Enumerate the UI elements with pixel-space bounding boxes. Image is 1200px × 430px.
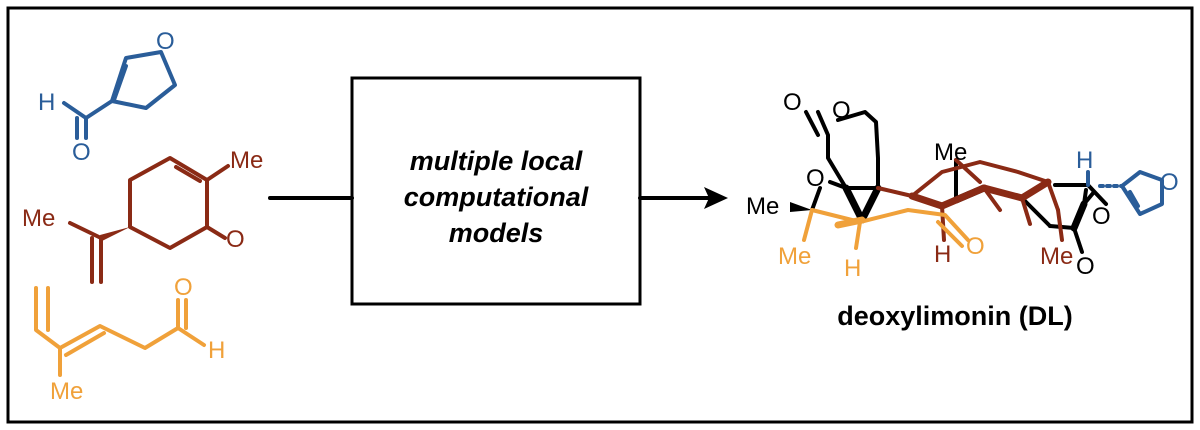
core-lower-bond (1020, 196, 1032, 226)
product-furan-double (1128, 190, 1140, 208)
core-right-bond (1046, 180, 1060, 212)
right-carbonyl-bond (1072, 226, 1084, 254)
lactone-left-bonds (816, 110, 848, 190)
furan-double-bond (112, 64, 128, 102)
box-line-1: multiple local (410, 146, 583, 176)
reaction-arrow-head (704, 187, 728, 209)
orange-h-label: H (844, 255, 861, 282)
models-box (350, 76, 642, 306)
box-line-3: models (449, 218, 544, 248)
box-line-2: computational (404, 182, 589, 212)
aldehyde-o-label: O (72, 139, 91, 166)
furan-o-label: O (156, 28, 175, 55)
core-bold-b (938, 184, 988, 210)
lactone-ring-o-label: O (832, 97, 851, 124)
orange-ring-bonds (810, 208, 970, 242)
orange-me-label: Me (778, 243, 811, 270)
orange-methyl-bond (802, 208, 814, 242)
carvone-wedge-bond (100, 227, 130, 241)
carvone-ketone-bond (205, 225, 227, 240)
cage-right-bond (1082, 188, 1088, 206)
carvone-ring (128, 156, 209, 250)
deoxylimonin-structure: O O O Me Me H H O Me Me H O O O (746, 89, 1179, 282)
dienal-chain (34, 286, 180, 350)
carvone-o-label: O (226, 226, 245, 253)
ketone-o-label: O (966, 233, 985, 260)
core-bold-d (1018, 178, 1052, 202)
right-carbonyl-o-label: O (1076, 253, 1095, 280)
right-lactone-bond-a (1020, 196, 1052, 228)
bottom-me-label: Me (1040, 243, 1073, 270)
product-furan-o-label: O (1160, 169, 1179, 196)
core-diag-b (982, 186, 1002, 212)
orange-ketone-double (936, 220, 964, 248)
core-diag-a (954, 158, 982, 184)
core-bold-a (908, 192, 946, 210)
dienal-o-label: O (174, 274, 193, 301)
lactone-carbonyl-bond (804, 110, 820, 137)
me-wedge (790, 202, 812, 212)
ether-bond-lower (810, 186, 822, 212)
internal-double-bond (64, 331, 106, 357)
furaldehyde-structure: H O O (38, 28, 177, 166)
orange-bold-bond (834, 216, 866, 229)
ring-o-bond (1086, 183, 1108, 206)
aldehyde-h-label: H (38, 89, 55, 116)
orange-h-bond (854, 220, 862, 250)
core-bold-c (980, 184, 1026, 202)
core-me-bond (1056, 208, 1064, 242)
product-furan-ring (1120, 170, 1164, 216)
carvone-methyl-bond (205, 164, 230, 182)
outer-frame (6, 6, 1194, 424)
black-me-label: Me (746, 193, 779, 220)
right-ring-o-label: O (1092, 203, 1111, 230)
blue-h-label: H (1076, 147, 1093, 174)
carvone-me-label: Me (230, 147, 263, 174)
aldehyde-bonds (62, 99, 114, 120)
carvone-ring-double-bond (174, 165, 202, 183)
core-h-bond (940, 204, 946, 242)
bold-bond-a (842, 184, 866, 224)
bold-bond-b (858, 184, 882, 224)
dienal-me-label: Me (50, 378, 83, 405)
furan-ring (110, 50, 177, 110)
dienal-h-bond (176, 326, 206, 347)
isopropenyl-me-label: Me (22, 205, 55, 232)
ether-o-label: O (806, 165, 825, 192)
lactone-carbonyl-o-label: O (783, 89, 802, 116)
top-me-label: Me (934, 139, 967, 166)
red-h-label: H (934, 241, 951, 268)
right-lactone-bold (1070, 200, 1088, 232)
lactone-ring-bonds (836, 110, 880, 190)
product-name: deoxylimonin (DL) (837, 301, 1073, 331)
dienal-structure: O H Me (34, 274, 225, 405)
carvone-structure: Me Me O (22, 147, 263, 284)
dienal-h-label: H (208, 337, 225, 364)
isopropenyl-methyl-bond (68, 221, 103, 240)
